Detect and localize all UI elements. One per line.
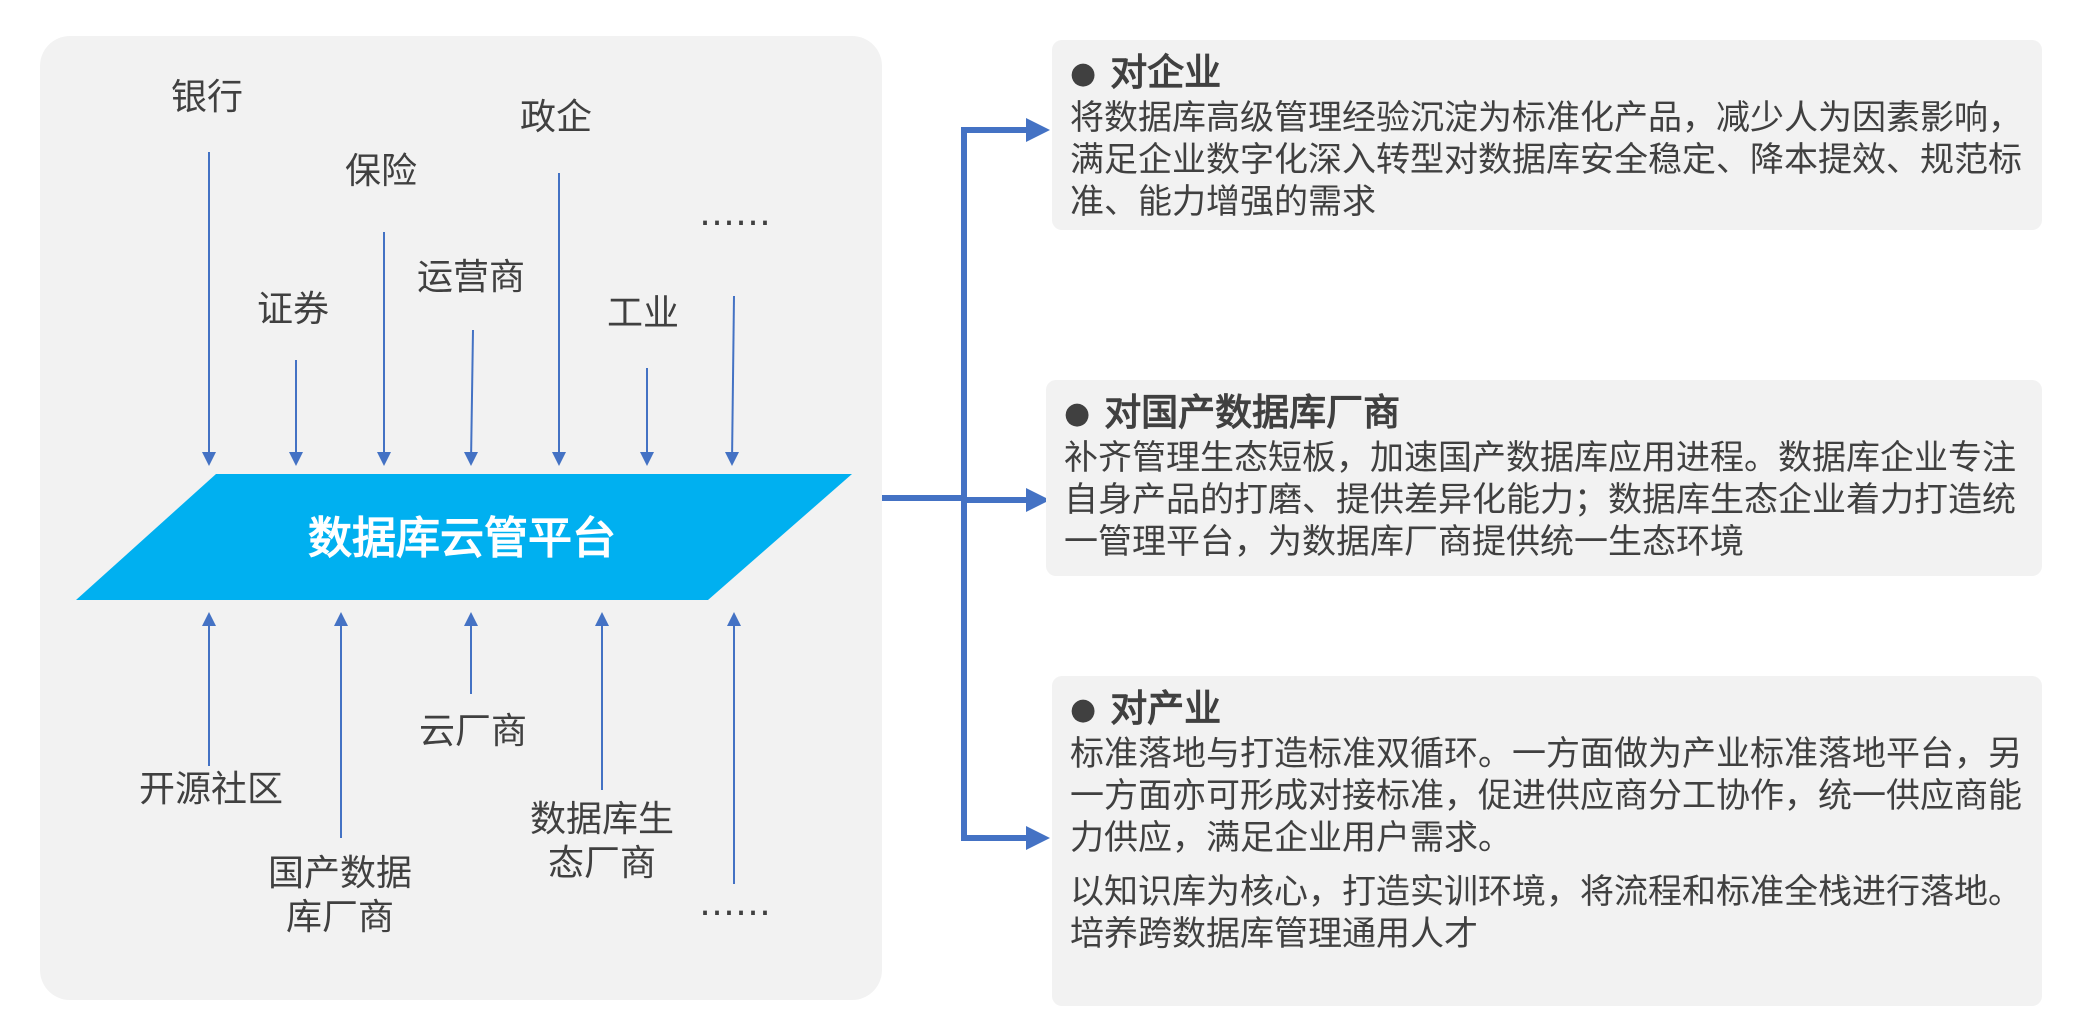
output-box-industry-title: 对产业 (1110, 687, 1222, 730)
input-label-eco: 数据库生 态厂商 (530, 798, 674, 886)
top-arrows (202, 152, 739, 466)
input-label-eco-line2: 态厂商 (547, 843, 657, 884)
bullet-icon: ● (1070, 56, 1097, 91)
output-box-vendor-title: 对国产数据库厂商 (1104, 391, 1401, 434)
output-box-industry: ● 对产业 标准落地与打造标准双循环。一方面做为产业标准落地平台，另一方面亦可形成… (1052, 676, 2042, 1006)
output-box-enterprise-head: ● 对企业 (1070, 50, 2024, 97)
arrowhead-cloud (464, 612, 478, 626)
input-label-cloud: 云厂商 (418, 711, 528, 752)
input-label-insurance: 保险 (344, 151, 418, 192)
bullet-icon: ● (1070, 692, 1097, 727)
arrowhead-bank (202, 452, 216, 466)
arrowhead-securities (289, 452, 303, 466)
input-label-more-top: …… (699, 193, 771, 234)
input-label-operator: 运营商 (416, 257, 526, 298)
bracket-head-1 (1026, 118, 1050, 142)
input-label-domestic-db: 国产数据 库厂商 (268, 852, 412, 940)
bottom-arrows (202, 612, 741, 884)
output-box-enterprise-title: 对企业 (1110, 51, 1222, 94)
input-label-gov: 政企 (519, 97, 593, 138)
bracket-connector (882, 127, 1030, 841)
input-label-domestic-db-line2: 库厂商 (285, 897, 395, 938)
input-label-securities: 证券 (256, 289, 330, 330)
input-label-eco-line1: 数据库生 (529, 799, 675, 840)
input-label-domestic-db-line1: 国产数据 (267, 853, 413, 894)
bullet-icon: ● (1064, 396, 1091, 431)
arrowhead-eco (595, 612, 609, 626)
bracket-arrowheads (1026, 118, 1050, 850)
output-box-enterprise-text: 将数据库高级管理经验沉淀为标准化产品，减少人为因素影响，满足企业数字化深入转型对… (1070, 98, 2022, 222)
platform-shape (76, 474, 852, 600)
output-box-vendor-head: ● 对国产数据库厂商 (1064, 390, 2024, 437)
input-label-opensource: 开源社区 (138, 769, 284, 810)
output-box-industry-text2: 以知识库为核心，打造实训环境，将流程和标准全栈进行落地。培养跨数据库管理通用人才 (1070, 872, 2022, 954)
arrowhead-gov (552, 452, 566, 466)
output-box-vendor-text: 补齐管理生态短板，加速国产数据库应用进程。数据库企业专注自身产品的打磨、提供差异… (1064, 438, 2016, 562)
arrow-operator (470, 329, 474, 463)
output-box-enterprise: ● 对企业 将数据库高级管理经验沉淀为标准化产品，减少人为因素影响，满足企业数字化… (1052, 40, 2042, 230)
arrowhead-operator (464, 452, 478, 466)
input-label-bank: 银行 (170, 77, 244, 118)
arrowhead-opensource (202, 612, 216, 626)
arrowhead-more-top (725, 452, 739, 466)
arrowhead-insurance (377, 452, 391, 466)
arrowhead-domestic-db (334, 612, 348, 626)
input-label-industry: 工业 (606, 293, 680, 334)
output-box-industry-head: ● 对产业 (1070, 686, 2024, 733)
arrow-more-top (731, 295, 735, 463)
arrowhead-more-bottom (727, 612, 741, 626)
bracket-head-2 (1026, 488, 1050, 512)
input-label-more-bottom: …… (699, 883, 771, 924)
output-box-industry-text: 标准落地与打造标准双循环。一方面做为产业标准落地平台，另一方面亦可形成对接标准，… (1070, 734, 2022, 858)
output-box-vendor: ● 对国产数据库厂商 补齐管理生态短板，加速国产数据库应用进程。数据库企业专注自身… (1046, 380, 2042, 576)
bracket-head-3 (1026, 826, 1050, 850)
arrowhead-industry (640, 452, 654, 466)
platform-title: 数据库云管平台 (308, 513, 616, 564)
